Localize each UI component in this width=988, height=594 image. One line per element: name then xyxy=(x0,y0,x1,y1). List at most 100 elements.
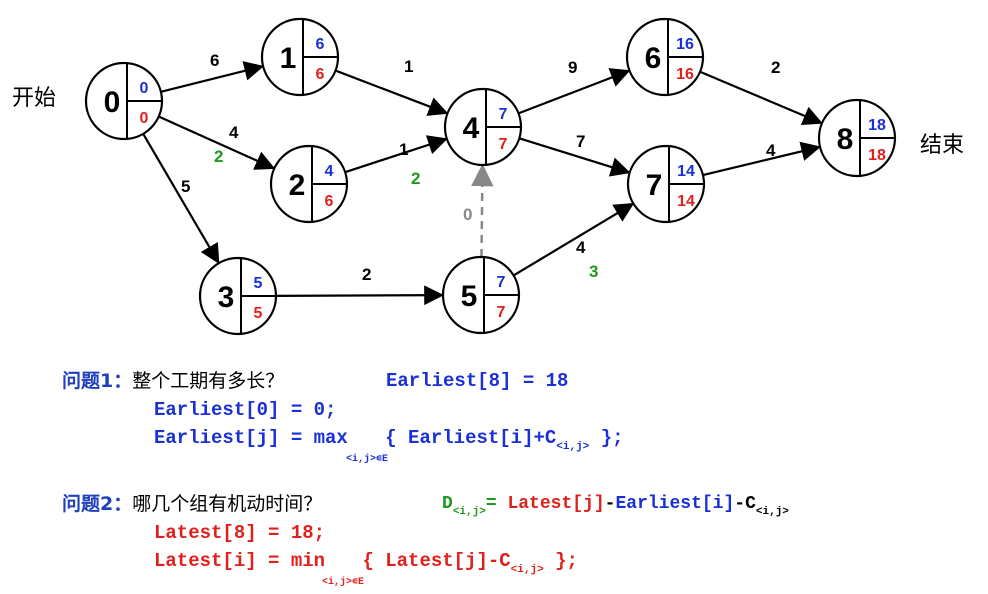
edge-line xyxy=(513,203,635,277)
end-label: 结束 xyxy=(920,133,964,158)
node-latest: 5 xyxy=(254,305,263,322)
node-5: 5 7 7 xyxy=(441,255,521,335)
formula-d: D xyxy=(442,494,453,514)
node-latest: 7 xyxy=(499,136,508,153)
formula-latest: Latest[j] xyxy=(507,494,605,514)
node-earliest: 5 xyxy=(254,275,263,292)
edge-4-6: 9 xyxy=(518,58,631,115)
node-earliest: 18 xyxy=(868,117,886,134)
edge-line xyxy=(702,141,822,177)
node-latest: 14 xyxy=(677,193,695,210)
question2-line2-csub: <i,j> xyxy=(510,564,544,576)
question2-colon: ： xyxy=(113,493,133,515)
edge-line xyxy=(142,133,220,265)
edge-5-4: 0 xyxy=(463,163,494,258)
edge-weight-label: 9 xyxy=(568,58,577,77)
edge-line xyxy=(160,61,265,93)
question1-text: 整个工期有多长？ xyxy=(132,370,285,392)
edge-1-4: 1 xyxy=(335,57,449,116)
edge-line xyxy=(518,137,631,177)
edge-0-1: 6 xyxy=(160,51,265,93)
formula-minus1: - xyxy=(604,494,616,514)
node-4: 4 7 7 xyxy=(443,87,523,167)
question2-line2: Latest[i] = min { Latest[j]-C<i,j> }; xyxy=(154,550,578,576)
node-label: 5 xyxy=(461,280,478,313)
edge-weight-label: 0 xyxy=(463,205,472,224)
node-earliest: 6 xyxy=(316,36,325,53)
edge-5-7: 43 xyxy=(513,203,635,281)
formula-c-sub: <i,j> xyxy=(755,506,789,518)
edge-3-5: 2 xyxy=(275,265,444,306)
edge-line xyxy=(471,163,494,258)
question1-title: 问题1：整个工期有多长？ xyxy=(62,366,284,393)
edge-weight-label: 4 xyxy=(766,141,776,160)
node-6: 6 16 16 xyxy=(625,17,705,97)
node-label: 1 xyxy=(280,42,297,75)
question1-line2-csub: <i,j> xyxy=(556,441,590,453)
question2-text: 哪几个组有机动时间？ xyxy=(132,493,323,515)
node-earliest: 7 xyxy=(497,274,506,291)
question1-answer: Earliest[8] = 18 xyxy=(386,370,569,392)
node-earliest: 16 xyxy=(676,36,694,53)
question2-line2-body: { Latest[j]-C xyxy=(362,550,511,572)
edge-weight-label: 2 xyxy=(362,265,371,284)
question1-label: 问题1 xyxy=(62,370,114,392)
edge-weight-label: 1 xyxy=(404,57,413,76)
edge-slack-label: 2 xyxy=(411,169,420,188)
node-earliest: 7 xyxy=(499,106,508,123)
formula-earliest: Earliest[i] xyxy=(615,494,735,514)
node-earliest: 14 xyxy=(677,163,695,180)
question1-max-subscript: <i,j>∊E xyxy=(346,454,389,465)
edge-0-2: 42 xyxy=(158,115,276,170)
node-earliest: 0 xyxy=(140,80,149,97)
edge-weight-label: 7 xyxy=(576,132,585,151)
node-label: 6 xyxy=(645,42,662,75)
formula-eq: = xyxy=(485,494,508,514)
node-label: 7 xyxy=(646,169,663,202)
edge-weight-label: 2 xyxy=(771,58,780,77)
question2-formula: D<i,j>= Latest[j]-Earliest[i]-C<i,j> xyxy=(442,494,789,518)
edge-slack-label: 3 xyxy=(589,262,598,281)
node-7: 7 14 14 xyxy=(626,144,706,224)
edge-7-8: 4 xyxy=(702,141,822,177)
edge-weight-label: 5 xyxy=(181,177,190,196)
edge-line xyxy=(158,115,276,170)
formula-d-sub: <i,j> xyxy=(452,506,486,518)
question2-line2-min: Latest[i] = min xyxy=(154,550,326,572)
edge-line xyxy=(518,68,631,115)
edge-6-8: 2 xyxy=(699,58,823,126)
question2-title: 问题2：哪几个组有机动时间？ xyxy=(62,489,322,516)
node-label: 4 xyxy=(463,112,480,145)
edge-slack-label: 2 xyxy=(214,147,223,166)
question2-label: 问题2 xyxy=(62,493,114,515)
node-latest: 7 xyxy=(497,304,506,321)
edge-2-4: 12 xyxy=(344,135,448,188)
edge-0-3: 5 xyxy=(142,133,220,265)
edge-4-7: 7 xyxy=(518,132,631,177)
question1-line2-end: }; xyxy=(589,427,624,449)
node-1: 1 6 6 xyxy=(260,17,340,97)
node-label: 2 xyxy=(289,169,306,202)
edge-weight-label: 4 xyxy=(576,238,586,257)
edge-line xyxy=(275,285,444,306)
node-latest: 6 xyxy=(316,66,325,83)
question2-line2-end: }; xyxy=(543,550,578,572)
node-3: 3 5 5 xyxy=(198,256,278,336)
node-latest: 6 xyxy=(325,193,334,210)
question2-min-subscript: <i,j>∊E xyxy=(322,577,365,588)
node-latest: 18 xyxy=(868,147,886,164)
node-latest: 16 xyxy=(676,66,694,83)
node-label: 3 xyxy=(218,281,235,314)
question1-line2-max: Earliest[j] = max xyxy=(154,427,348,449)
edge-line xyxy=(344,135,448,174)
question1-line2-body: { Earliest[i]+C xyxy=(385,427,557,449)
edge-line xyxy=(699,70,823,126)
question1-line2: Earliest[j] = max { Earliest[i]+C<i,j> }… xyxy=(154,427,624,453)
node-latest: 0 xyxy=(140,110,149,127)
